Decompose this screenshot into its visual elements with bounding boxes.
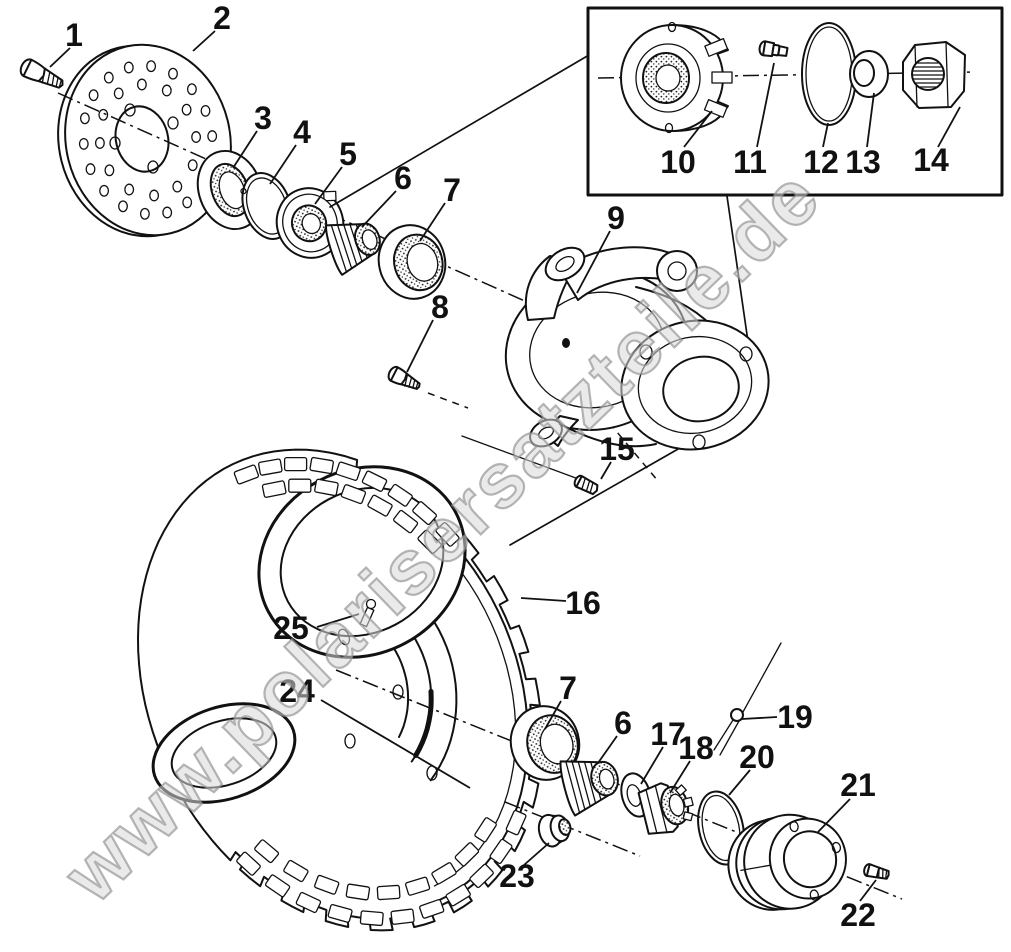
part-leader-10 — [683, 110, 713, 148]
part-leader-19 — [741, 716, 778, 720]
spindle-bolt — [387, 365, 421, 390]
part-leader-23 — [523, 842, 550, 866]
part-leader-6 — [361, 190, 397, 228]
disc-bolt — [19, 58, 64, 89]
spindle-bolt-dash — [427, 392, 469, 409]
part-leader-22 — [859, 879, 877, 902]
part-leader-14 — [937, 106, 961, 148]
part-label-6: 6 — [614, 705, 632, 741]
part-leader-1 — [49, 47, 71, 68]
part-leader-17 — [640, 746, 664, 785]
part-leader-4 — [269, 144, 297, 185]
castle-nut — [637, 782, 694, 835]
part-label-13: 13 — [845, 144, 881, 180]
part-leader-18 — [669, 760, 691, 794]
part-leader-8 — [406, 319, 434, 373]
hex-nut — [902, 41, 966, 109]
part-label-8: 8 — [431, 289, 449, 325]
part-label-16: 16 — [565, 585, 601, 621]
part-label-1: 1 — [65, 17, 83, 53]
part-label-11: 11 — [733, 144, 767, 180]
part-leader-25 — [316, 613, 360, 628]
part-leader-2 — [192, 30, 216, 52]
cap-screw — [863, 863, 890, 880]
part-label-23: 23 — [499, 858, 535, 894]
part-label-7: 7 — [559, 670, 577, 706]
part-label-18: 18 — [678, 730, 714, 766]
part-leader-3 — [232, 130, 258, 169]
part-leader-24 — [320, 699, 471, 789]
part-label-24: 24 — [279, 673, 315, 709]
part-label-7: 7 — [443, 172, 461, 208]
part-leader-21 — [817, 798, 851, 833]
part-label-12: 12 — [803, 144, 839, 180]
cotter-pin — [713, 708, 744, 756]
splined-hub — [275, 187, 347, 259]
part-label-21: 21 — [840, 767, 876, 803]
part-label-3: 3 — [254, 100, 272, 136]
part-leader-12 — [822, 122, 829, 148]
part-leader-13 — [866, 92, 875, 148]
part-label-6: 6 — [394, 160, 412, 196]
grease-fitting — [573, 474, 599, 496]
tapered-bearing-lower — [559, 760, 619, 817]
cotter-pin-line — [742, 642, 782, 713]
lug-nut — [537, 813, 572, 848]
part-label-17: 17 — [650, 716, 686, 752]
tread-blocks — [233, 456, 527, 927]
brake-disc — [57, 43, 232, 238]
lug-centerline — [504, 801, 641, 857]
part-leader-9 — [576, 230, 611, 294]
callout-line-inset-left — [329, 54, 590, 208]
part-label-4: 4 — [293, 114, 311, 150]
part-label-25: 25 — [273, 610, 309, 646]
part-label-20: 20 — [739, 739, 775, 775]
hub-cap — [727, 813, 847, 911]
dowel-pin — [758, 40, 789, 58]
part-label-19: 19 — [777, 699, 813, 735]
part-leader-7 — [544, 700, 562, 730]
valve-stem — [337, 598, 377, 646]
inset-box — [586, 6, 1004, 197]
spindle-hub — [504, 246, 770, 451]
part-leader-16 — [520, 597, 567, 602]
part-leader-15 — [600, 461, 612, 480]
spacer-washer — [849, 50, 889, 98]
disc-vent-holes — [78, 60, 218, 220]
tapered-bearing-upper — [325, 222, 381, 276]
part-label-22: 22 — [840, 897, 876, 933]
o-ring-gasket — [801, 22, 857, 126]
fitting-line — [461, 435, 593, 485]
part-label-10: 10 — [660, 144, 696, 180]
part-label-2: 2 — [213, 0, 231, 36]
part-leader-20 — [728, 769, 751, 796]
part-leader-7 — [419, 202, 446, 242]
part-label-5: 5 — [339, 136, 357, 172]
part-leader-6 — [597, 735, 618, 764]
part-label-15: 15 — [599, 431, 635, 467]
tire-and-rim — [137, 448, 903, 932]
part-leader-5 — [314, 166, 343, 205]
bearing-cup-upper — [377, 224, 447, 300]
spindle-nut-retainer — [620, 21, 733, 134]
part-leader-11 — [756, 62, 775, 148]
part-label-9: 9 — [607, 200, 625, 236]
part-label-14: 14 — [913, 142, 949, 178]
